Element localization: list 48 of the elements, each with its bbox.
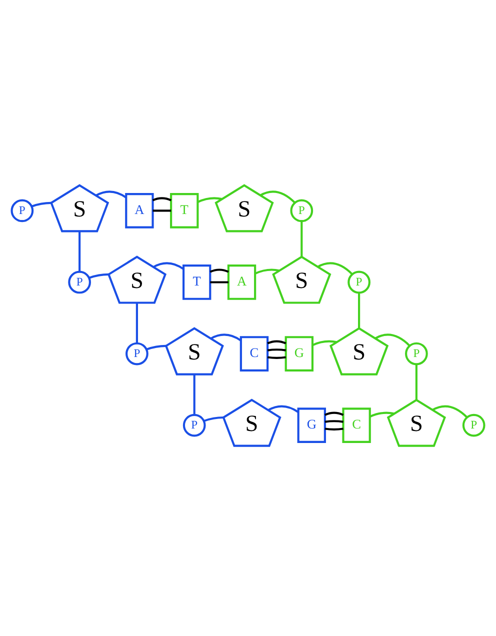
connector — [152, 210, 172, 212]
node-box: G — [284, 336, 314, 372]
node-box: T — [182, 264, 212, 300]
connector — [260, 190, 296, 204]
connector — [369, 412, 394, 418]
node-circle: P — [10, 199, 34, 222]
connector — [415, 364, 418, 400]
connector — [317, 262, 353, 276]
connector — [78, 231, 81, 272]
connector — [254, 268, 280, 275]
connector — [31, 202, 52, 208]
connector — [324, 412, 344, 416]
connector — [432, 405, 468, 418]
connector — [324, 420, 344, 423]
connector — [153, 262, 184, 270]
node-box: A — [227, 264, 256, 300]
node-box: C — [240, 336, 269, 372]
connector — [210, 268, 229, 273]
node-box: A — [125, 193, 154, 228]
connector — [312, 340, 338, 346]
connector — [374, 334, 410, 347]
connector — [210, 334, 242, 342]
node-circle: P — [405, 342, 428, 366]
connector — [267, 348, 286, 352]
connector — [136, 302, 138, 344]
connector — [324, 428, 344, 430]
node-box: C — [342, 408, 371, 443]
connector — [96, 190, 126, 198]
node-box: T — [170, 193, 199, 228]
connector — [267, 356, 286, 359]
node-box: G — [297, 408, 326, 443]
node-circle: P — [126, 342, 148, 366]
connector — [197, 197, 222, 204]
connector — [88, 273, 109, 279]
node-circle: P — [290, 199, 314, 222]
connector — [146, 344, 166, 350]
node-circle: P — [462, 414, 486, 437]
connector — [267, 340, 286, 344]
connector — [358, 292, 360, 328]
node-circle: P — [348, 270, 370, 294]
connector — [193, 374, 196, 415]
connector — [268, 405, 299, 413]
connector — [210, 281, 228, 284]
connector — [300, 221, 303, 257]
connector — [152, 197, 172, 202]
node-circle: P — [182, 414, 206, 437]
connector — [204, 416, 224, 422]
node-circle: P — [68, 270, 91, 294]
